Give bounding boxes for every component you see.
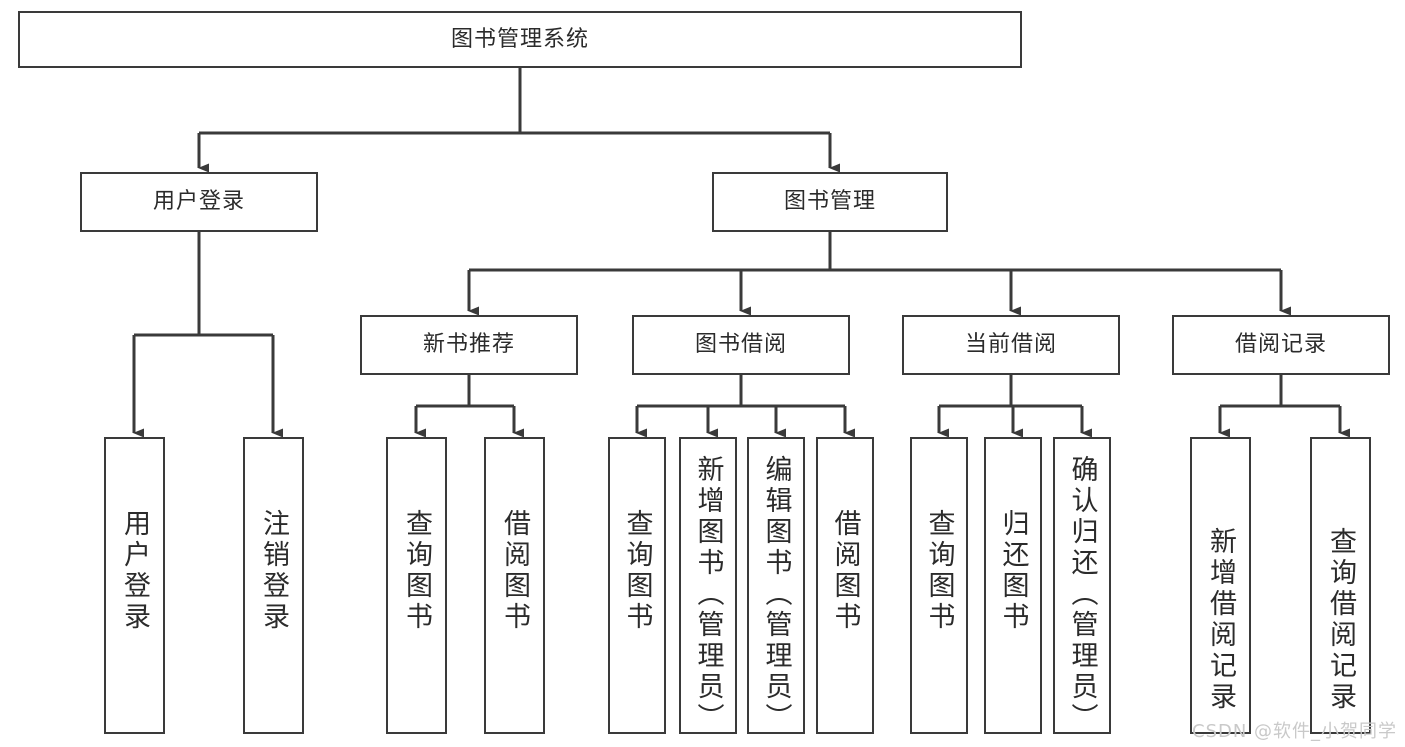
node-borrow-record-label: 借阅记录 [1234, 332, 1327, 358]
node-leaf-return-book[interactable]: 归还图书 [984, 437, 1042, 734]
node-leaf-query-book-borrow-label: 查询图书 [621, 509, 653, 633]
node-leaf-edit-book[interactable]: 编辑图书（管理员） [747, 437, 805, 734]
node-leaf-query-book-cur-label: 查询图书 [923, 509, 955, 633]
node-leaf-borrow-book-rec[interactable]: 借阅图书 [484, 437, 545, 734]
node-user-login-label: 用户登录 [152, 189, 245, 215]
node-leaf-edit-book-label: 编辑图书（管理员） [760, 455, 792, 734]
node-leaf-borrow-book[interactable]: 借阅图书 [816, 437, 874, 734]
node-leaf-query-book-rec-label: 查询图书 [401, 509, 432, 633]
node-user-login[interactable]: 用户登录 [80, 172, 318, 232]
node-root-label: 图书管理系统 [450, 26, 589, 52]
node-leaf-borrow-book-rec-label: 借阅图书 [499, 509, 530, 633]
node-new-book-recommend-label: 新书推荐 [422, 332, 515, 358]
node-leaf-add-book[interactable]: 新增图书（管理员） [679, 437, 737, 734]
node-leaf-confirm-return[interactable]: 确认归还（管理员） [1053, 437, 1111, 734]
node-book-borrow[interactable]: 图书借阅 [632, 315, 850, 375]
node-leaf-query-record-label: 查询借阅记录 [1325, 527, 1356, 713]
node-current-borrow[interactable]: 当前借阅 [902, 315, 1120, 375]
node-leaf-query-book-cur[interactable]: 查询图书 [910, 437, 968, 734]
node-leaf-user-login-label: 用户登录 [119, 509, 150, 633]
node-leaf-query-book-borrow[interactable]: 查询图书 [608, 437, 666, 734]
node-leaf-add-book-label: 新增图书（管理员） [692, 455, 724, 734]
node-leaf-query-book-rec[interactable]: 查询图书 [386, 437, 447, 734]
node-leaf-borrow-book-label: 借阅图书 [829, 509, 861, 633]
node-book-manage[interactable]: 图书管理 [712, 172, 948, 232]
node-leaf-return-book-label: 归还图书 [997, 509, 1029, 633]
node-book-manage-label: 图书管理 [783, 189, 876, 215]
node-leaf-add-record[interactable]: 新增借阅记录 [1190, 437, 1251, 734]
node-root[interactable]: 图书管理系统 [18, 11, 1022, 68]
node-leaf-confirm-return-label: 确认归还（管理员） [1066, 455, 1098, 734]
node-leaf-logout[interactable]: 注销登录 [243, 437, 304, 734]
node-borrow-record[interactable]: 借阅记录 [1172, 315, 1390, 375]
node-current-borrow-label: 当前借阅 [964, 332, 1057, 358]
node-leaf-logout-label: 注销登录 [258, 509, 289, 633]
node-leaf-add-record-label: 新增借阅记录 [1205, 527, 1236, 713]
node-book-borrow-label: 图书借阅 [694, 332, 787, 358]
node-leaf-user-login[interactable]: 用户登录 [104, 437, 165, 734]
node-leaf-query-record[interactable]: 查询借阅记录 [1310, 437, 1371, 734]
node-new-book-recommend[interactable]: 新书推荐 [360, 315, 578, 375]
